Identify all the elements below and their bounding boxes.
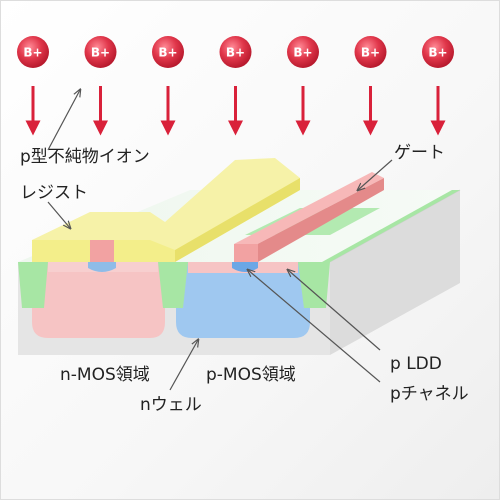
substrate-right-face (330, 190, 460, 355)
label-p-impurity-ion: p型不純物イオン (20, 147, 150, 167)
resist-right-face (175, 178, 300, 262)
ion-label: B+ (158, 46, 177, 60)
resist-top-face (32, 158, 300, 262)
ion-circle (354, 36, 387, 68)
label-n-mos-region: n-MOS領域 (60, 365, 150, 385)
leader-ion (47, 90, 80, 151)
boron-ion: B+ (422, 36, 454, 136)
gate-front-face (234, 244, 258, 262)
ion-label: B+ (23, 46, 42, 60)
label-gate: ゲート (394, 143, 445, 163)
label-p-channel: pチャネル (390, 384, 469, 404)
boron-ion: B+ (17, 36, 49, 136)
leader-gate (358, 159, 393, 190)
gate-top-face (234, 172, 384, 250)
boron-ion: B+ (354, 36, 387, 136)
ion-label: B+ (361, 46, 380, 60)
n-mos-gate-front (90, 240, 114, 262)
gate-right-face (246, 178, 384, 262)
boron-ion: B+ (287, 36, 319, 136)
ion-label: B+ (226, 46, 245, 60)
label-resist: レジスト (20, 183, 88, 203)
leader-n-well (169, 340, 198, 391)
isolation-left (18, 262, 48, 308)
ion-circle (219, 36, 252, 68)
label-p-mos-region: p-MOS領域 (206, 365, 296, 385)
ion-circle (17, 36, 49, 68)
ion-circle (152, 36, 184, 68)
ion-circle (287, 36, 319, 68)
isolation-mid (158, 262, 188, 308)
n-mos-channel (88, 262, 116, 272)
ion-label: B+ (293, 46, 312, 60)
ion-circle (84, 36, 117, 68)
ion-circle (422, 36, 454, 68)
label-n-well: nウェル (140, 395, 202, 415)
label-p-ldd: p LDD (390, 354, 442, 374)
n-well-region (176, 262, 310, 338)
isolation-right (298, 262, 330, 308)
leader-resist (47, 201, 70, 228)
leader-p-channel (248, 270, 381, 383)
leader-p-ldd (288, 270, 381, 351)
boron-ion: B+ (84, 36, 117, 136)
boron-ion: B+ (219, 36, 252, 136)
p-well-region (32, 262, 165, 338)
ion-row: B+ B+ B+ B+ B+ B+ B+ (17, 36, 454, 136)
boron-ion: B+ (152, 36, 184, 136)
ion-label: B+ (91, 46, 110, 60)
ion-label: B+ (428, 46, 447, 60)
isolation-top-strip (322, 190, 460, 262)
